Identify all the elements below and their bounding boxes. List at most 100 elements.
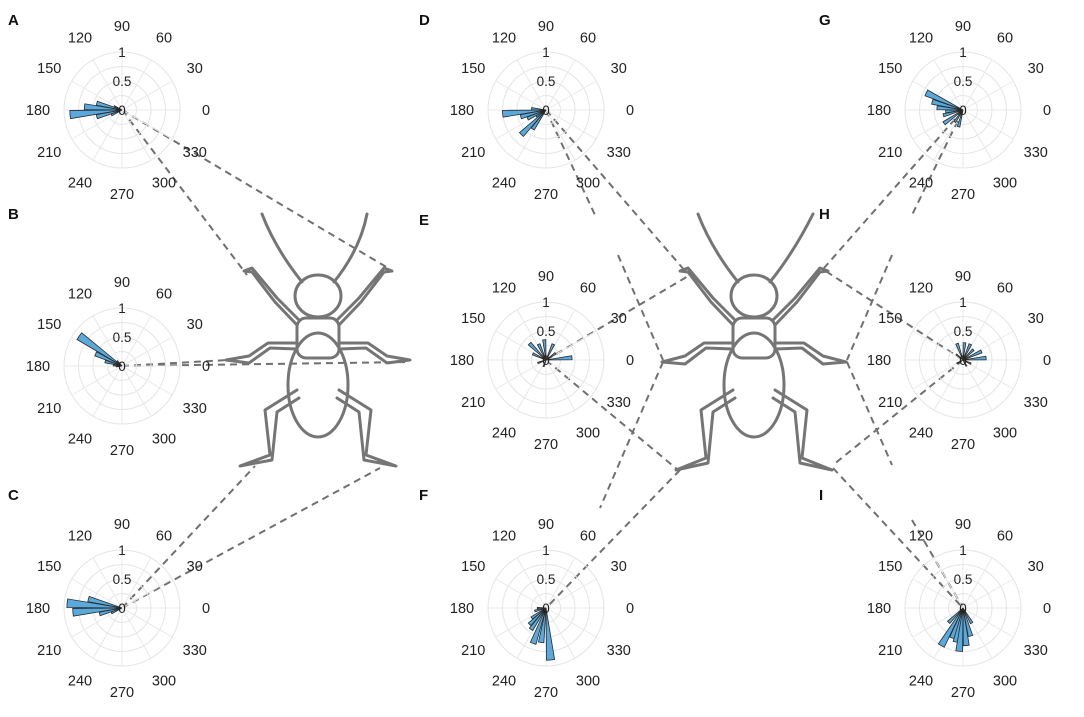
grid-spoke [121,336,173,367]
antenna-right [768,212,815,284]
panel-letter: B [8,206,19,223]
angle-tick-label: 300 [576,426,600,442]
angle-tick-label: 180 [450,353,474,369]
histogram-bar [527,607,547,627]
radial-tick-label: 1 [959,543,967,558]
histogram-bar [530,109,547,131]
radial-tick-label: 0.5 [537,572,556,587]
angle-tick-label: 30 [611,559,627,575]
angle-tick-label: 180 [867,103,891,119]
grid-spoke [545,359,576,411]
grid-spoke [962,578,1014,609]
head [293,273,343,319]
angle-tick-label: 210 [461,643,485,659]
histogram-bar [536,343,547,361]
grid-spoke [71,80,123,111]
angle-tick-label: 180 [867,601,891,617]
leader-line [823,269,964,361]
angle-tick-label: 150 [461,61,485,77]
leader-line [846,254,893,361]
leader-line [823,109,964,269]
grid-spoke [545,80,597,111]
angle-tick-label: 240 [492,674,516,690]
histogram-bar [76,332,123,367]
histogram-bar [942,109,964,126]
midleg-left [660,341,735,366]
histogram-bar [537,359,547,365]
leader-line [545,109,687,273]
radial-tick-label: 0.5 [113,572,132,587]
angle-tick-label: 240 [68,674,92,690]
midleg-right [773,341,848,366]
histogram-bar [956,359,964,365]
angle-tick-label: 330 [1024,145,1048,161]
angle-tick-label: 120 [492,528,516,544]
grid-spoke [495,359,547,390]
grid-spoke [92,557,123,609]
angle-tick-label: 0 [1043,103,1051,119]
grid-spoke [92,607,123,659]
histogram-bar [110,607,123,615]
grid-spoke [71,365,123,396]
histogram-bar [115,365,123,368]
grid-spoke [912,578,964,609]
thorax [731,316,777,360]
angle-tick-label: 210 [461,145,485,161]
grid-spoke [545,607,597,638]
angle-tick-label: 30 [1028,61,1044,77]
radial-tick-label: 0.5 [954,572,973,587]
histogram-bar [531,352,547,361]
radial-tick-label: 1 [959,45,967,60]
histogram-bar [66,598,123,609]
histogram-bar [545,355,573,361]
histogram-bar [956,109,964,128]
angle-tick-label: 30 [187,61,203,77]
leader-line [832,359,964,466]
angle-tick-label: 120 [909,280,933,296]
angle-tick-label: 0 [202,359,210,375]
angle-tick-label: 180 [450,601,474,617]
angle-tick-label: 270 [951,437,975,453]
abdomen [286,331,350,439]
angle-tick-label: 180 [867,353,891,369]
angle-tick-label: 30 [611,311,627,327]
grid-spoke [912,359,964,390]
angle-tick-label: 210 [878,643,902,659]
angle-tick-label: 150 [878,61,902,77]
grid-spoke [962,80,1014,111]
grid-spoke [121,607,152,659]
angle-tick-label: 330 [183,145,207,161]
angle-tick-label: 300 [152,432,176,448]
antenna-left [260,212,304,284]
angle-tick-label: 210 [878,145,902,161]
radial-tick-label: 0.5 [537,74,556,89]
leader-line [599,361,664,509]
angle-tick-label: 60 [156,528,172,544]
angle-tick-label: 120 [68,30,92,46]
angle-tick-label: 120 [492,30,516,46]
angle-tick-label: 90 [114,275,130,291]
antenna-right [332,212,369,284]
angle-tick-label: 0 [1043,601,1051,617]
panel-letter: F [419,487,428,504]
hindleg-left [238,388,301,468]
grid-spoke [545,109,576,161]
foreleg-right [771,266,830,327]
angle-tick-label: 270 [110,187,134,203]
midleg-left [224,341,299,365]
radial-tick-label: 1 [542,45,550,60]
histogram-bar [962,359,972,365]
histogram-bar [87,595,123,609]
angle-tick-label: 60 [997,30,1013,46]
angle-tick-label: 60 [997,528,1013,544]
grid-spoke [121,578,173,609]
leader-line [832,467,964,609]
histogram-bar [947,607,964,624]
grid-spoke [92,59,123,111]
hindleg-right [771,388,834,472]
radial-tick-label: 0 [959,353,967,368]
grid-spoke [121,607,173,638]
angle-tick-label: 270 [951,685,975,701]
grid-spoke [545,109,597,140]
